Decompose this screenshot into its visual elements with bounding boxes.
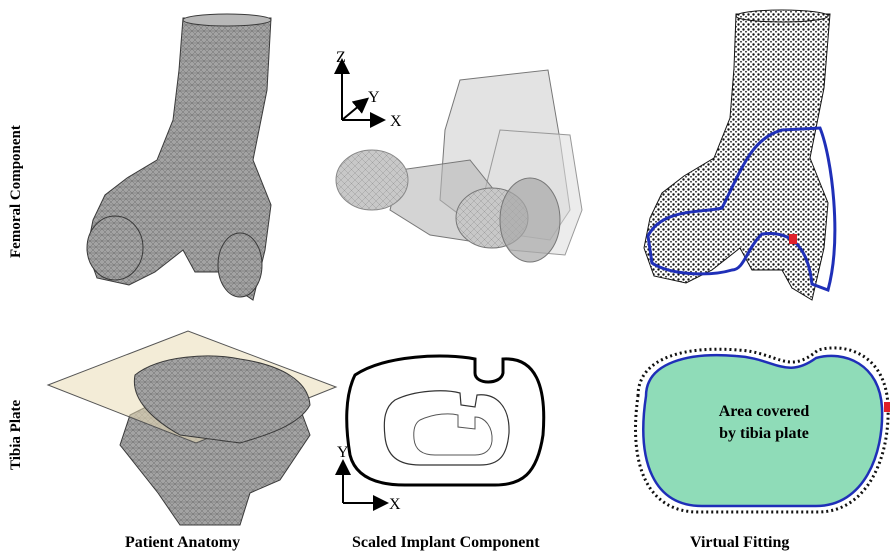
fit-marker-tibia [884, 402, 890, 412]
tibia-anatomy-mesh [40, 325, 340, 530]
axis-x-label: X [390, 113, 402, 130]
col-label-fitting: Virtual Fitting [690, 534, 789, 552]
annotation-line-1: Area covered [719, 403, 810, 420]
col-label-implant: Scaled Implant Component [352, 534, 540, 552]
implant-femoral-model: Z Y X [320, 40, 590, 280]
virtual-fitting-tibia: Area covered by tibia plate [618, 336, 896, 526]
fit-marker-femoral [789, 234, 797, 244]
virtual-fitting-femur [632, 8, 852, 308]
axis-y-label: Y [368, 89, 380, 106]
axis-z-label: Z [336, 49, 346, 66]
row-label-femoral: Femoral Component [8, 125, 25, 258]
annotation-line-2: by tibia plate [719, 425, 809, 442]
axis-y-label-bottom: Y [337, 444, 349, 461]
col-label-anatomy: Patient Anatomy [125, 534, 240, 552]
axis-x-label-bottom: X [389, 496, 401, 513]
implant-tibia-outline: Y X [325, 345, 555, 515]
axis-triad-top: Z Y X [336, 49, 402, 130]
femur-anatomy-mesh [75, 10, 285, 310]
row-label-tibia: Tibia Plate [8, 400, 25, 470]
